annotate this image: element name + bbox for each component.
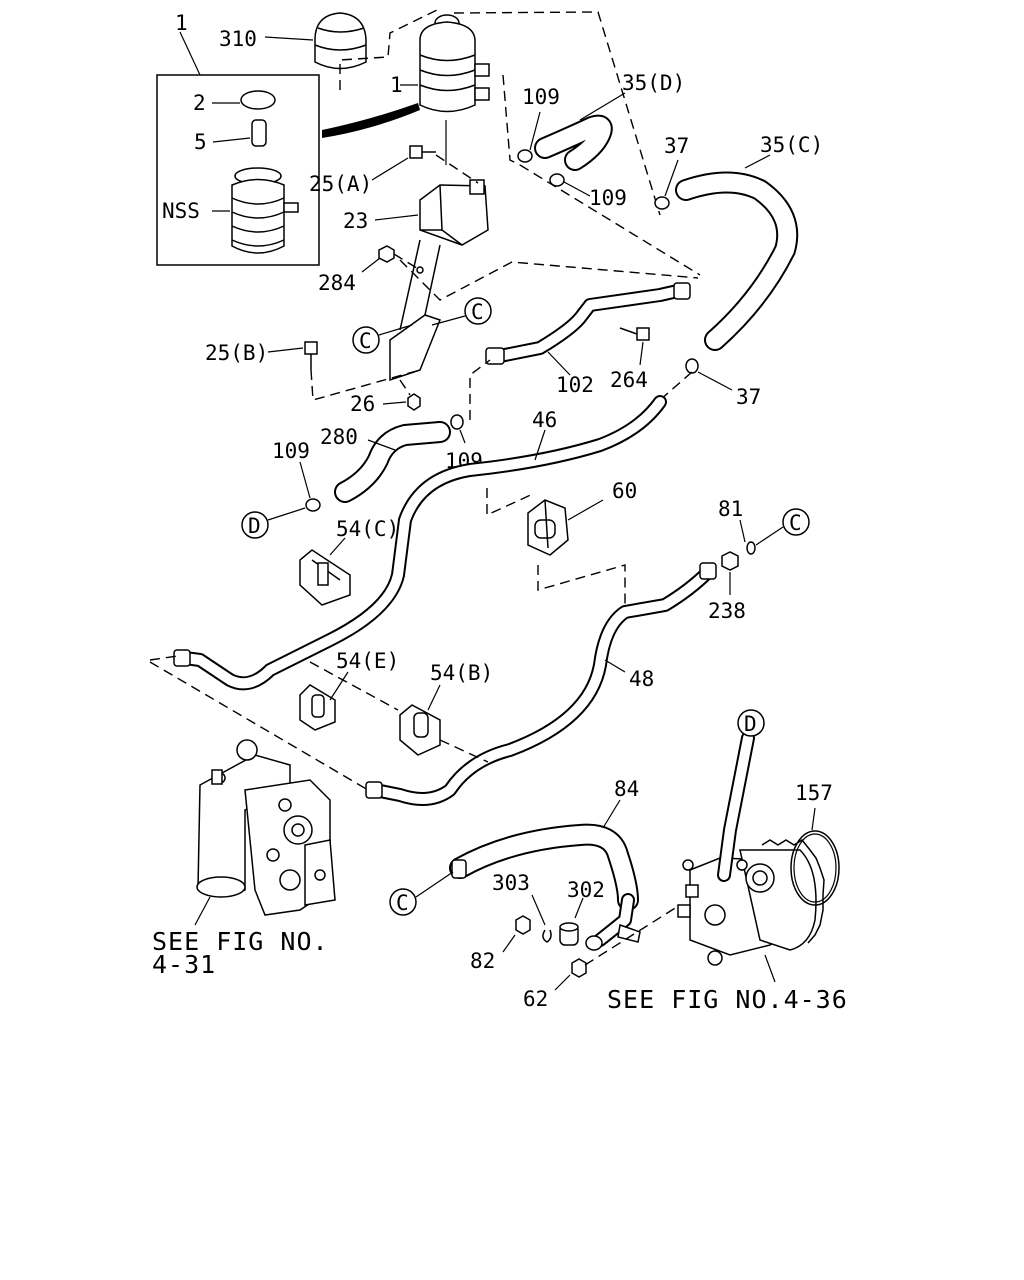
callout-280: 280 — [320, 425, 358, 449]
hose-35c — [675, 171, 799, 351]
callout-35d: 35(D) — [622, 71, 685, 95]
nut-62 — [571, 958, 587, 978]
callout-310: 310 — [219, 27, 257, 51]
hose-280 — [334, 421, 451, 503]
callout-81: 81 — [718, 497, 743, 521]
connector-c-right — [782, 508, 810, 536]
clamp-60 — [527, 499, 569, 556]
fitting-302 — [559, 922, 579, 946]
bolt-264 — [619, 327, 650, 341]
callout-284: 284 — [318, 271, 356, 295]
callout-60: 60 — [612, 479, 637, 503]
cap-part — [240, 90, 276, 110]
callout-54b: 54(B) — [430, 661, 493, 685]
clamp-54e — [299, 684, 336, 731]
cap-310 — [314, 12, 367, 70]
pump-reference: SEE FIG NO.4-36 — [607, 985, 848, 1014]
svg-text:C: C — [789, 511, 802, 535]
clip-303 — [542, 929, 552, 943]
callout-23: 23 — [343, 209, 368, 233]
callout-109-a: 109 — [522, 85, 560, 109]
pump-inlet-pipe — [717, 731, 755, 882]
reservoir-nss — [231, 167, 299, 254]
callout-nss: NSS — [162, 199, 200, 223]
kit-arrow — [322, 103, 420, 138]
callout-54c: 54(C) — [336, 517, 399, 541]
pump-pipe — [585, 893, 641, 951]
nut-26 — [407, 393, 421, 411]
callout-1-reservoir: 1 — [390, 73, 403, 97]
clamp-54b — [399, 704, 441, 756]
hose-84 — [449, 823, 639, 911]
svg-text:C: C — [396, 891, 409, 915]
svg-text:D: D — [248, 514, 261, 538]
callout-62: 62 — [523, 987, 548, 1011]
gear-reference-line1: SEE FIG NO. — [152, 927, 329, 956]
callout-5: 5 — [194, 130, 207, 154]
clamp-109-c — [305, 498, 321, 512]
power-steering-pump — [677, 839, 825, 966]
callout-26: 26 — [350, 392, 375, 416]
gear-reference-line2: 4-31 — [152, 950, 216, 979]
bracket-23 — [419, 179, 489, 246]
clamp-109-d — [450, 414, 464, 430]
callout-46: 46 — [532, 408, 557, 432]
clamp-37-a — [654, 196, 670, 210]
callout-102: 102 — [556, 373, 594, 397]
callout-84: 84 — [614, 777, 639, 801]
filter-part — [251, 119, 267, 147]
connector-c-top-1 — [352, 326, 380, 354]
kit-box — [156, 74, 320, 266]
nut-284 — [378, 245, 395, 263]
callout-1: 1 — [175, 11, 188, 35]
callout-37-a: 37 — [664, 134, 689, 158]
callout-303: 303 — [492, 871, 530, 895]
connector-c-bottom — [389, 888, 417, 916]
callout-264: 264 — [610, 368, 648, 392]
callout-35c: 35(C) — [760, 133, 823, 157]
callout-109-c: 109 — [272, 439, 310, 463]
clamp-54c — [299, 549, 351, 606]
callout-37-b: 37 — [736, 385, 761, 409]
callout-54e: 54(E) — [336, 649, 399, 673]
connector-c-top-2 — [464, 297, 492, 325]
bolt-25b — [304, 341, 318, 370]
callout-48: 48 — [629, 667, 654, 691]
callout-2: 2 — [193, 91, 206, 115]
bolt-25a — [409, 145, 436, 159]
nut-238 — [721, 551, 739, 571]
svg-text:D: D — [744, 712, 757, 736]
clamp-109-b — [549, 173, 565, 187]
callout-25b: 25(B) — [205, 341, 268, 365]
svg-text:C: C — [359, 329, 372, 353]
svg-text:C: C — [471, 300, 484, 324]
hose-35d — [534, 114, 613, 171]
connector-d-left — [241, 511, 269, 539]
callout-82: 82 — [470, 949, 495, 973]
clamp-37-b — [685, 358, 699, 374]
pipe-102 — [485, 282, 691, 365]
connector-d-right — [737, 709, 765, 737]
callout-25a: 25(A) — [309, 172, 372, 196]
callout-302: 302 — [567, 878, 605, 902]
callout-238: 238 — [708, 599, 746, 623]
nut-82 — [515, 915, 531, 935]
pipe-46 — [173, 395, 667, 691]
reservoir-1 — [419, 14, 490, 113]
callout-157: 157 — [795, 781, 833, 805]
o-ring-157 — [790, 830, 840, 906]
pipe-48 — [365, 562, 717, 806]
washer-81 — [746, 541, 756, 555]
callout-109-b: 109 — [589, 186, 627, 210]
steering-gear — [196, 739, 336, 916]
clamp-109-a — [517, 149, 533, 163]
